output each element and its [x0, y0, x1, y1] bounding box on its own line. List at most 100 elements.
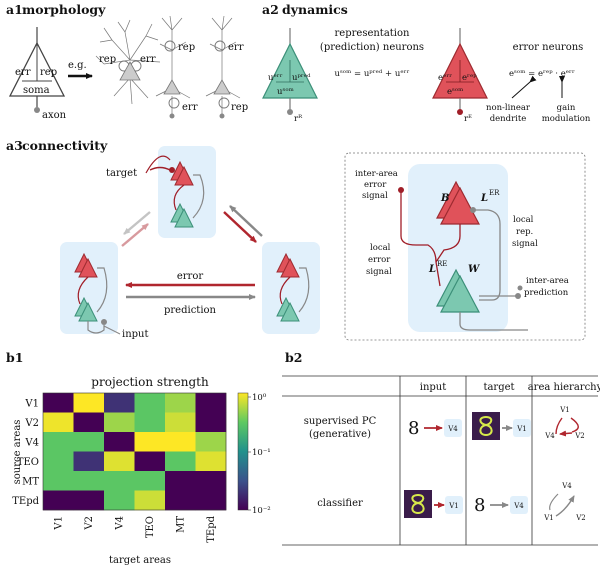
row2-input-area-box: [445, 496, 463, 514]
panel-a3: a3 connectivity target input: [6, 138, 586, 341]
heatmap-y-tick: TEO: [17, 457, 39, 468]
panel-a1-id: a1: [6, 2, 23, 17]
heatmap-cell: [43, 393, 74, 413]
panel-a3-title: connectivity: [22, 138, 108, 153]
heatmap-cell: [195, 432, 227, 452]
heatmap-cell: [104, 490, 135, 511]
heatmap-ylabel: source areas: [12, 420, 23, 485]
zoom-rep-output: [459, 312, 528, 331]
heatmap-cell: [195, 412, 227, 433]
weight-L-RE: L: [428, 264, 436, 275]
panel-b1-id: b1: [6, 350, 23, 365]
interarea-error-label-2: error: [364, 180, 387, 190]
heatmap-y-tick: V2: [24, 418, 39, 429]
panel-a3-id: a3: [6, 138, 23, 153]
heatmap-cell: [43, 432, 74, 452]
heatmap-cell: [134, 490, 166, 511]
prediction-arrow-label: prediction: [164, 305, 217, 316]
colorbar-tick-3: 10⁻²: [252, 506, 271, 516]
interarea-pred-label-2: prediction: [524, 288, 569, 298]
heatmap-cell: [73, 490, 105, 511]
heatmap-cell: [73, 451, 105, 472]
target-input-line: [145, 155, 171, 174]
heatmap-y-tick: V1: [24, 398, 39, 409]
panel-b2-id: b2: [285, 350, 302, 365]
panel-a2-title: dynamics: [282, 2, 348, 17]
row2-input-area: V1: [448, 502, 459, 510]
row2-target-area-box: [510, 496, 528, 514]
interarea-error-label-3: signal: [362, 191, 388, 201]
morph-cell-2-soma: [163, 79, 181, 95]
zoom-local-rep-path: [473, 209, 501, 301]
row1-hier-arrow: [559, 430, 573, 437]
zoom-interarea-error-terminal: [398, 187, 404, 193]
zoom-local-rep-terminal: [470, 207, 476, 213]
row1-input-symbol: 8: [408, 418, 419, 439]
morphology-cell-2: [155, 15, 191, 114]
err-neuron-dividers: [446, 60, 474, 83]
left-input-line: [87, 321, 105, 334]
heatmap-x-tick: V4: [114, 516, 125, 531]
zoom-error-to-rep: [435, 224, 461, 263]
nonlinear-label-2: dendrite: [490, 114, 527, 124]
input-label: input: [122, 329, 149, 340]
gain-label-2: modulation: [542, 114, 591, 124]
left-local-error: [77, 276, 89, 305]
morph-cell-3-err-label: err: [228, 42, 244, 53]
gain-label-1: gain: [557, 103, 576, 113]
heatmap-cell: [104, 471, 135, 491]
heatmap-cell: [104, 432, 135, 452]
left-to-top-light-arrow: [123, 211, 151, 235]
row2-hier-arrow: [555, 495, 575, 517]
morph-cell-3-soma: [213, 79, 231, 95]
zoom-panel: [344, 152, 586, 341]
zoom-prediction-terminal: [515, 293, 521, 299]
target-label: target: [106, 168, 137, 179]
err-neuron-output: rᴱ: [464, 114, 472, 124]
row1-hier-right: V2: [574, 432, 585, 440]
row1-hier-path: [555, 417, 579, 435]
err-equation: eˢᵒᵐ = eʳᵉᵖ · eᵉʳʳ: [509, 69, 575, 79]
row2-target-area: V4: [513, 502, 524, 510]
compartment-rep-label: rep: [40, 67, 57, 78]
weight-L-RE-sup: RE: [437, 260, 447, 268]
err-neuron-terminal: [457, 109, 463, 115]
row1-label-2: (generative): [309, 429, 371, 440]
left-local-rep: [96, 267, 108, 313]
rep-title-2: (prediction) neurons: [320, 42, 424, 53]
morph-cell-2-axon-terminal: [169, 113, 175, 119]
colorbar: [237, 392, 249, 511]
zoom-local-error-path: [400, 190, 441, 287]
heatmap-cell: [165, 393, 196, 413]
row2-hier-right: V2: [575, 514, 586, 522]
weight-B: B: [440, 193, 449, 204]
morph-cell-2-err-label: err: [182, 102, 198, 113]
compartment-dividers: [22, 43, 52, 82]
heatmap-cell: [195, 451, 227, 472]
weight-L-ER-sup: ER: [489, 189, 500, 197]
local-error-label-3: signal: [366, 267, 392, 277]
heatmap-cell: [73, 471, 105, 491]
row2-target-symbol: 8: [474, 495, 485, 516]
row1-hier-left: V4: [544, 432, 555, 440]
heatmap-cell: [43, 412, 74, 433]
row2-digit-glyph: [411, 493, 425, 515]
right-to-top-prediction-arrow: [229, 205, 263, 237]
heatmap-cell: [73, 432, 105, 452]
top-to-left-light-arrow: [121, 223, 149, 247]
weight-W: W: [468, 264, 481, 275]
heatmap-cell: [73, 393, 105, 413]
panel-a1: a1 morphology err rep soma axon e.g. rep…: [6, 2, 248, 121]
table-header-target: target: [483, 382, 514, 393]
morph-cell-2-rep-marker: [164, 40, 176, 52]
heatmap-cell: [43, 451, 74, 472]
eg-label: e.g.: [68, 60, 87, 71]
axon-label: axon: [42, 110, 67, 121]
local-rep-label-1: local: [513, 215, 534, 225]
heatmap-cell: [165, 490, 196, 511]
heatmap-cell: [134, 412, 166, 433]
morph-cell-1-err-label: err: [140, 54, 156, 65]
morph-cell-2-err-marker: [168, 97, 180, 109]
zoom-prediction-dot: [517, 285, 523, 291]
